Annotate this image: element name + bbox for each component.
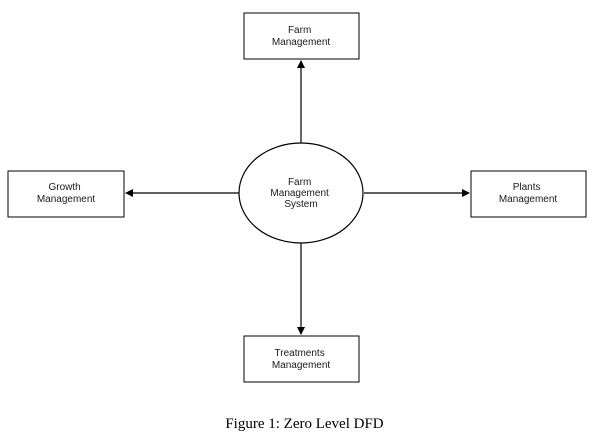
entity-top-line1: Farm: [288, 25, 311, 36]
process-label-line2: Management: [270, 188, 329, 199]
entity-bottom-line1: Treatments: [275, 348, 325, 359]
svg-text:Treatments Management: Treatments Management: [272, 348, 331, 371]
entity-right-line2: Management: [499, 194, 558, 205]
svg-text:Growth Management: Growth Management: [37, 182, 96, 205]
entity-right-line1: Plants: [513, 182, 541, 193]
entity-farm-management: Farm Management: [243, 12, 360, 60]
entity-treatments-management: Treatments Management: [243, 335, 360, 383]
process-farm-management-system: Farm Management System: [238, 142, 364, 244]
dfd-diagram: Farm Management System Farm Management G…: [7, 12, 587, 383]
entity-left-line1: Growth: [48, 182, 80, 193]
entity-bottom-line2: Management: [272, 360, 331, 371]
svg-text:Farm Management: Farm Management: [272, 25, 331, 48]
entity-left-line2: Management: [37, 194, 96, 205]
entity-plants-management: Plants Management: [470, 170, 587, 218]
svg-text:Farm Management Sy: Farm Management System: [270, 177, 331, 210]
entity-top-line2: Management: [272, 37, 331, 48]
process-label-line3: System: [284, 199, 317, 210]
figure-caption: Figure 1: Zero Level DFD: [225, 416, 384, 432]
entity-growth-management: Growth Management: [7, 170, 125, 218]
svg-text:Plants Management: Plants Management: [499, 182, 558, 205]
process-label-line1: Farm: [288, 177, 311, 188]
